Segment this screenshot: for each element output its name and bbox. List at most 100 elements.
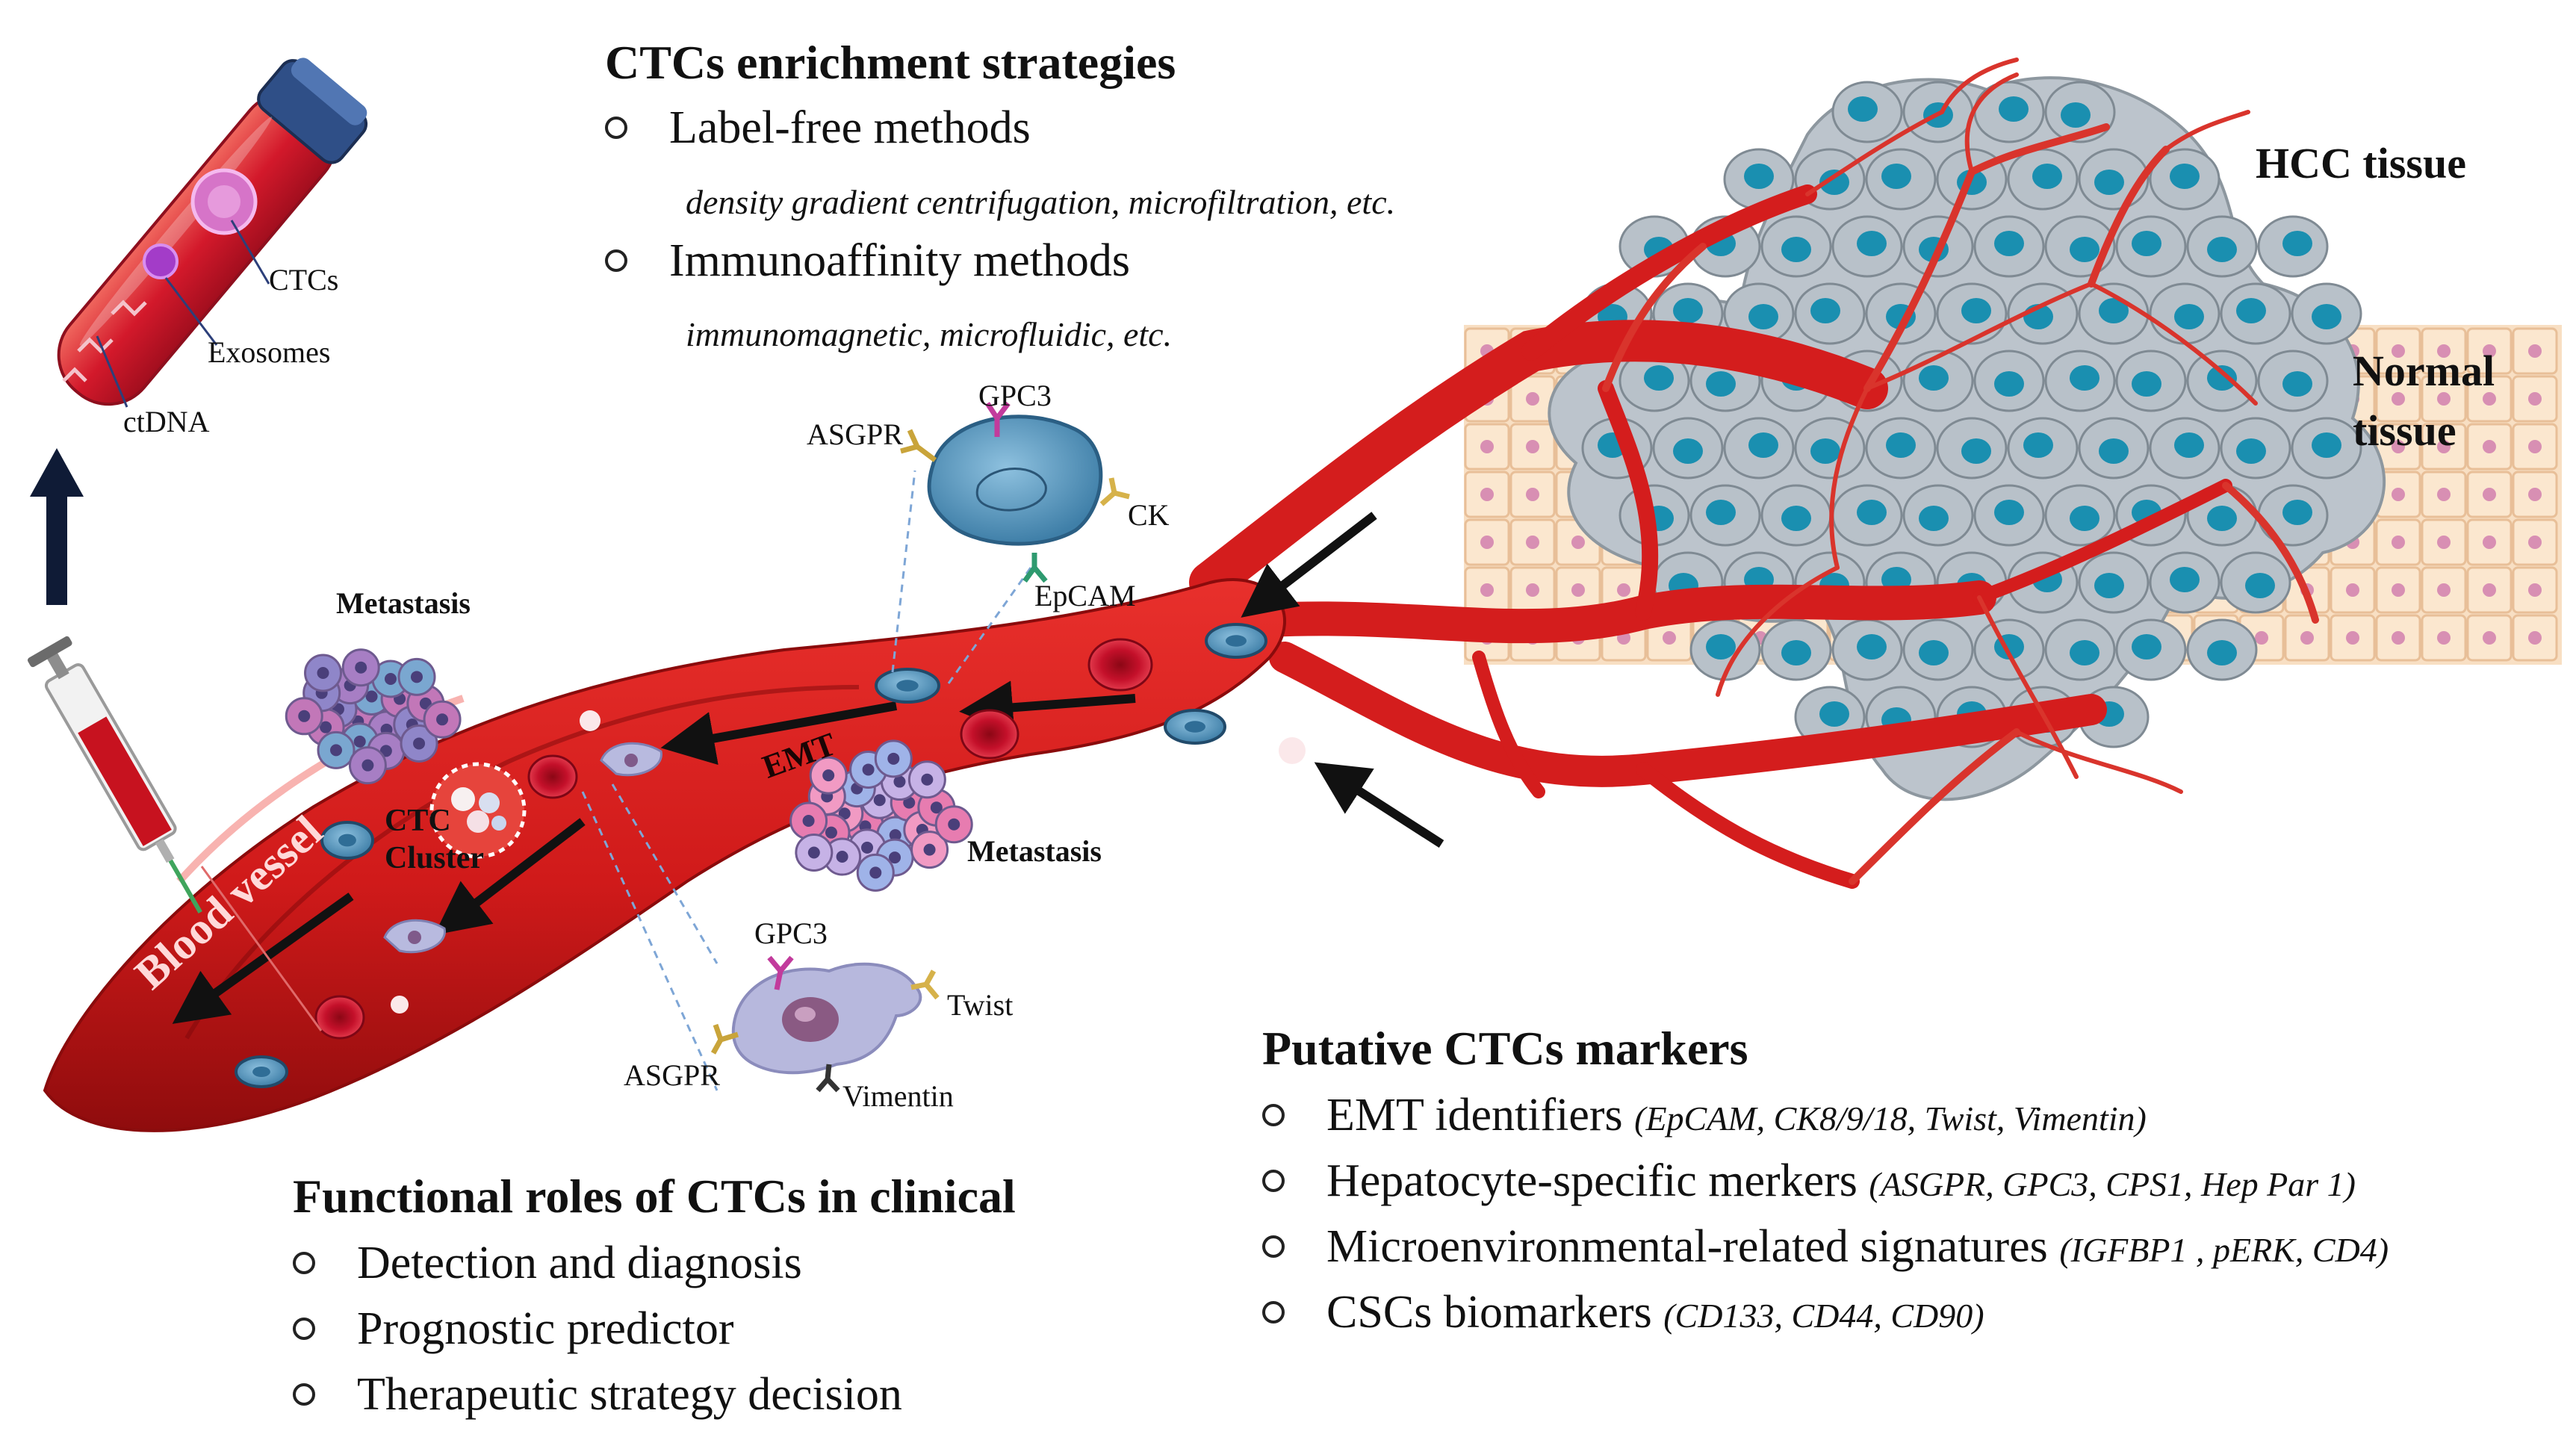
bullet-icon	[293, 1251, 315, 1274]
hcc-nucleus	[1706, 500, 1736, 525]
hcc-nucleus	[1819, 701, 1849, 727]
ctc-nucleus	[1226, 635, 1247, 647]
hcc-nucleus	[1673, 438, 1703, 464]
bullet-icon	[1262, 1300, 1285, 1323]
hcc-nucleus	[2061, 102, 2091, 128]
hcc-nucleus	[1810, 298, 1840, 323]
hcc-nucleus	[2174, 432, 2204, 458]
hcc-nucleus	[2094, 170, 2124, 195]
capillary	[1849, 728, 2020, 885]
normal-tissue-label-line2: tissue	[2353, 406, 2456, 455]
tube-label-exosomes: Exosomes	[208, 335, 331, 369]
hcc-nucleus	[2236, 298, 2266, 323]
roles-title: Functional roles of CTCs in clinical	[293, 1170, 1016, 1223]
enrichment-item-label-free: Label-free methods	[605, 105, 1031, 151]
normal-cell-nucleus	[1526, 392, 1539, 406]
flow-arrow	[172, 893, 354, 1024]
capillary	[1805, 110, 1944, 196]
hcc-nucleus	[2170, 567, 2200, 592]
hcc-nucleus	[1673, 298, 1703, 323]
capillary	[1964, 72, 2019, 174]
metastasis-cell-nucleus	[862, 763, 875, 776]
capillary	[2222, 482, 2319, 624]
ctc-cluster-label-line2: Cluster	[385, 841, 484, 875]
hcc-nucleus	[2245, 573, 2275, 598]
metastasis-cell-nucleus	[825, 826, 837, 839]
enrichment-item-immunoaffinity: Immunoaffinity methods	[605, 238, 1130, 284]
normal-cell-nucleus	[2437, 583, 2451, 597]
bullet-icon	[605, 249, 627, 272]
ck-receptor	[1099, 477, 1130, 506]
normal-cell-nucleus	[2437, 440, 2451, 453]
bullet-icon	[293, 1383, 315, 1406]
bullet-icon	[1262, 1235, 1285, 1258]
hcc-nucleus	[2070, 640, 2099, 665]
hcc-nucleus	[1919, 365, 1949, 391]
ctc-cluster-label-line1: CTC	[385, 804, 451, 838]
metastasis-cell-nucleus	[923, 843, 936, 856]
metastasis-cell-nucleus	[411, 671, 423, 683]
mesenchymal-ctc-nucleus	[624, 754, 638, 767]
receptor-label-vimentin: Vimentin	[842, 1079, 954, 1113]
bullet-icon	[605, 116, 627, 139]
receptor-label-epcam: EpCAM	[1034, 579, 1136, 612]
normal-cell-nucleus	[2392, 344, 2405, 358]
flow-arrow	[1314, 762, 1444, 848]
receptor-label-ck: CK	[1128, 498, 1170, 532]
metastasis-cell-nucleus	[353, 735, 366, 748]
hcc-nucleus	[2094, 573, 2124, 598]
hcc-nucleus	[2207, 237, 2237, 262]
metastasis-cell-nucleus	[873, 794, 886, 807]
normal-cell-nucleus	[2437, 344, 2451, 358]
hcc-nucleus	[1994, 371, 2024, 397]
normal-cell-nucleus	[1617, 583, 1630, 597]
hcc-nucleus	[2032, 164, 2062, 189]
hcc-nucleus	[2070, 506, 2099, 531]
normal-cell-nucleus	[1480, 440, 1494, 453]
white-cells	[391, 710, 1306, 1014]
hcc-nucleus	[2099, 298, 2129, 323]
normal-tissue-label-line1: Normal	[2353, 347, 2495, 395]
ctc-cells	[235, 623, 1267, 1088]
hcc-nucleus	[2132, 371, 2161, 397]
normal-cell-nucleus	[2528, 583, 2542, 597]
normal-cell-nucleus	[2483, 488, 2496, 501]
hcc-nucleus	[2282, 500, 2312, 525]
red-blood-cell	[1087, 638, 1153, 692]
red-blood-cell	[960, 709, 1019, 760]
metastasis-cell-nucleus	[948, 818, 960, 831]
flow-arrow	[959, 680, 1136, 735]
metastasis-cell-nucleus	[317, 666, 329, 679]
normal-cell-nucleus	[2437, 488, 2451, 501]
capillary	[2164, 110, 2250, 152]
tube-label-ctdna: ctDNA	[123, 405, 210, 438]
normal-cell-nucleus	[2483, 440, 2496, 453]
markers-item-hepatocyte: Hepatocyte-specific merkers (ASGPR, GPC3…	[1262, 1158, 2356, 1204]
hcc-nucleus	[1961, 438, 1991, 464]
hcc-nucleus	[2132, 634, 2161, 660]
flow-arrow	[434, 818, 586, 935]
normal-cell-nucleus	[1526, 440, 1539, 453]
normal-cell-nucleus	[2528, 344, 2542, 358]
vessel-branches	[1189, 184, 2232, 889]
metastasis-cell-nucleus	[930, 801, 943, 814]
roles-item-therapeutic: Therapeutic strategy decision	[293, 1371, 902, 1418]
hcc-nucleus	[2207, 640, 2237, 665]
metastasis-cell-nucleus	[869, 866, 882, 879]
ctc-cell-bottom	[581, 783, 940, 1093]
tube-label-ctcs: CTCs	[269, 263, 339, 297]
hcc-nucleus	[1919, 640, 1949, 665]
hcc-nucleus	[1748, 432, 1778, 458]
syringe	[28, 636, 323, 1031]
normal-cell-nucleus	[2392, 583, 2405, 597]
normal-cell-nucleus	[2437, 392, 2451, 406]
epcam-receptor	[1022, 553, 1048, 583]
enrichment-title: CTCs enrichment strategies	[605, 36, 1176, 89]
ctc-nucleus	[252, 1067, 270, 1077]
metastasis-cell-nucleus	[355, 661, 367, 674]
capillary	[1968, 123, 2110, 176]
metastasis-cell-nucleus	[861, 841, 874, 854]
capillary-network	[1602, 58, 2319, 885]
hcc-tissue-label: HCC tissue	[2256, 139, 2466, 187]
normal-cell-nucleus	[2346, 631, 2359, 645]
